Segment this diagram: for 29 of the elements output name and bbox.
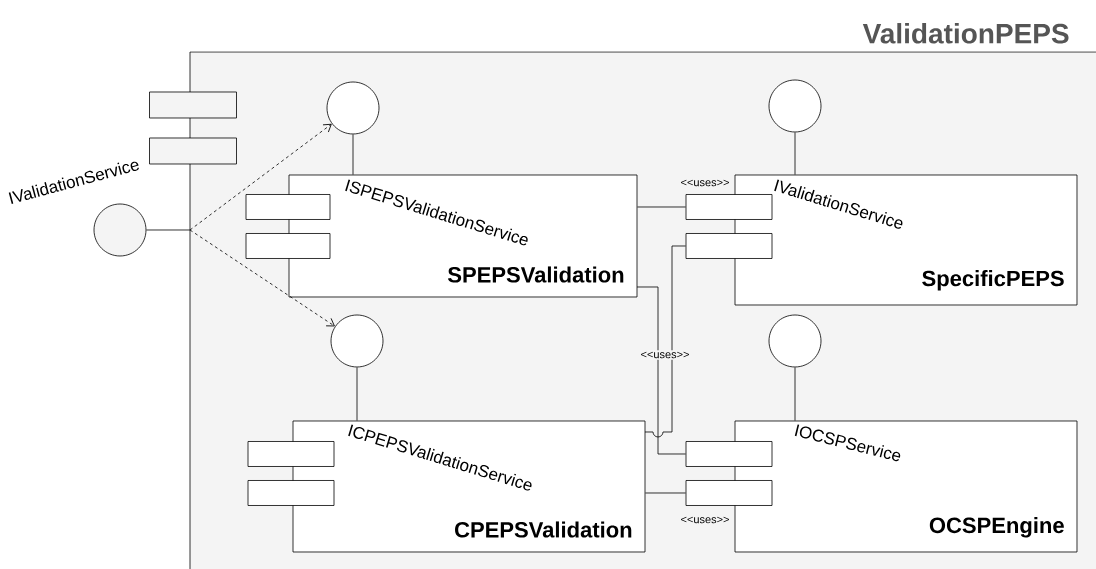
connector: [637, 206, 686, 208]
port-box: [149, 137, 237, 165]
dependency-arrow: [189, 229, 335, 327]
connector: [356, 367, 358, 421]
connector: [645, 492, 686, 494]
port-box: [685, 233, 773, 259]
connector: [146, 229, 191, 231]
interface-circle: [768, 79, 822, 133]
node-label: ValidationPEPS: [862, 23, 1069, 44]
connector: [794, 367, 796, 421]
port-box: [685, 441, 773, 467]
interface-circle: [330, 314, 384, 368]
port-box: [247, 441, 335, 467]
connector: [352, 134, 354, 175]
port-box: [247, 480, 335, 506]
port-box: [245, 233, 331, 259]
interface-circle: [326, 81, 380, 135]
dependency-arrow: [189, 123, 332, 231]
port-box: [685, 480, 773, 506]
port-box: [149, 91, 237, 119]
edge-label: <<uses>>: [641, 351, 689, 359]
connector: [794, 132, 796, 175]
edge-label: <<uses>>: [681, 179, 729, 187]
connector: [636, 286, 686, 455]
interface-circle: [768, 314, 822, 368]
port-box: [685, 194, 773, 220]
interface-circle: [93, 203, 147, 257]
port-box: [245, 194, 331, 220]
edge-label: <<uses>>: [681, 516, 729, 524]
